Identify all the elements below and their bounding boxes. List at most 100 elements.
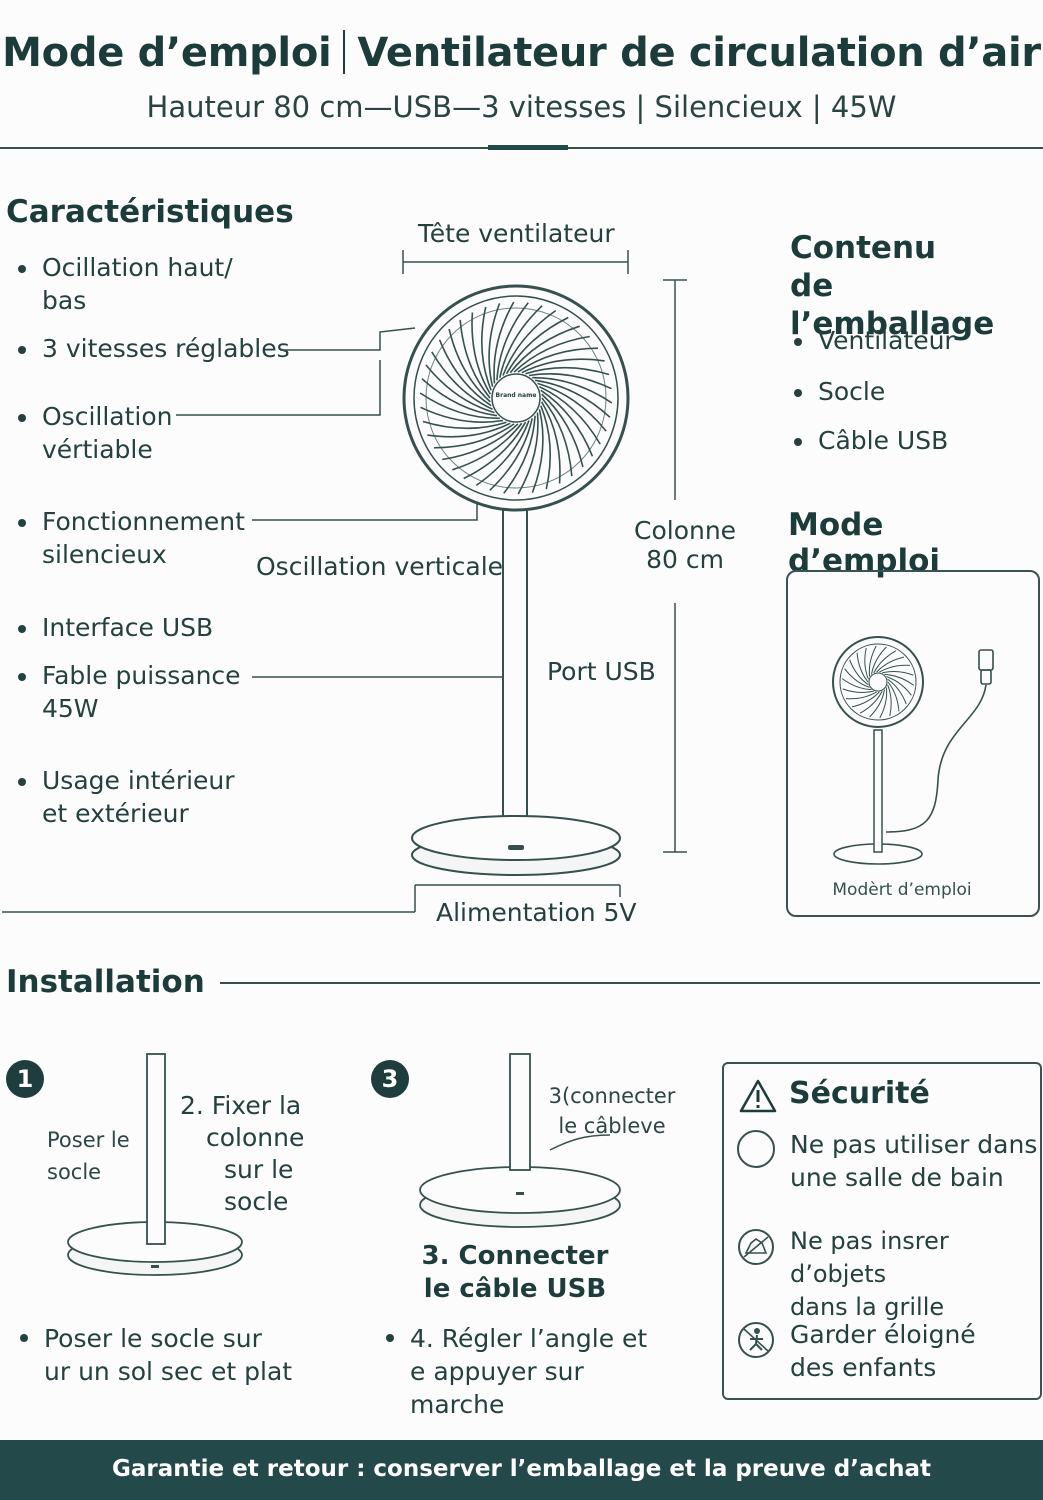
no-hand-icon [738, 1229, 774, 1265]
package-item: Ventilateur [794, 324, 955, 357]
fan-blade-line [463, 421, 527, 480]
fan-blade-line [887, 678, 907, 705]
fan-blade-line [419, 392, 500, 420]
no-child-icon [738, 1322, 774, 1358]
package-item: Câble USB [794, 424, 948, 457]
fan-blade-line [475, 420, 530, 487]
fan-blade-line [845, 691, 877, 700]
fan-blade-line [541, 401, 561, 484]
title-separator [343, 30, 346, 74]
circle-icon [737, 1130, 775, 1168]
step-1-badge: 1 [6, 1060, 44, 1098]
fan-blade-line [540, 389, 594, 457]
fan-blade-line [856, 652, 869, 683]
fan-blade-line [849, 659, 869, 686]
fan-blade-line [425, 364, 495, 414]
fan-blade-line [531, 409, 544, 493]
step-3-illustration [419, 1053, 621, 1228]
power-label: Alimentation 5V [436, 898, 637, 927]
fan-blade-line [879, 687, 888, 719]
fan-blade-line [502, 309, 557, 376]
fan-blade-line [489, 418, 533, 491]
manual-heading: Mode d’emploi [788, 507, 941, 579]
safety-heading: Sécurité [789, 1076, 930, 1111]
fan-blade-line [876, 656, 905, 673]
title-right: Ventilateur de circulation d’air [357, 30, 1041, 76]
fan-blade-line [499, 305, 543, 378]
fan-blade-line [505, 316, 569, 375]
fan-blade-line [851, 691, 880, 708]
feature-item: 3 vitesses réglables [18, 332, 290, 365]
fan-blade-line [886, 676, 912, 696]
fan-blade-line [421, 378, 498, 417]
fan-blade-line [480, 306, 492, 391]
fan-blade-line [869, 689, 885, 718]
fan-blade-line [496, 302, 529, 381]
installation-divider [220, 982, 1040, 984]
fan-blade-line [459, 319, 491, 399]
fan-blade-line [532, 376, 613, 404]
fan-blade-line [431, 351, 493, 411]
fan-blade-line [859, 690, 883, 714]
fan-blade-line [887, 684, 892, 717]
manual-card [786, 570, 1040, 917]
fan-blade-line [509, 325, 580, 374]
fan-blade-line [427, 422, 511, 438]
footer-banner: Garantie et retour : conserver l’emballa… [0, 1440, 1043, 1500]
manual-caption: Modèrt d’emploi [832, 880, 972, 900]
warning-icon [739, 1079, 777, 1113]
bullet-dot [20, 1334, 28, 1342]
fan-blade-line [493, 301, 515, 384]
fan-blade-line [503, 415, 536, 494]
page-subtitle: Hauteur 80 cm—USB—3 vitesses | Silencieu… [146, 90, 897, 124]
package-item: Socle [794, 375, 885, 408]
fan-blade-line [864, 647, 869, 680]
manual-fan-illustration [832, 636, 994, 865]
fan-blade-line [471, 312, 491, 395]
features-heading: Caractéristiques [6, 194, 294, 230]
oscillation-label: Oscillation verticale [256, 552, 504, 581]
fan-blade-line [871, 646, 887, 675]
page-title: Mode d’emploi Ventilateur de circulation … [0, 30, 1043, 76]
fan-blade-line [537, 382, 607, 432]
fan-blade-line [452, 422, 523, 471]
installation-heading: Installation [6, 964, 205, 1000]
fan-blade-line [420, 406, 504, 423]
fan-blade-line [868, 645, 877, 677]
fan-blade-line [442, 423, 519, 461]
fan-blade-line [525, 366, 610, 376]
feature-item: Ocillation haut/bas [18, 251, 233, 317]
fan-blade-line [879, 664, 911, 673]
fan-blade-line [540, 405, 552, 490]
fan-blade-line [517, 347, 599, 373]
fan-blade-line [433, 423, 515, 449]
step-2-text: 2. Fixer la colonne sur le socle [180, 1091, 305, 1216]
usb-port-label: Port USB [547, 657, 656, 686]
fan-blade-line [488, 303, 501, 387]
fan-blade-line [517, 412, 539, 495]
fan-blade-line [884, 673, 915, 686]
fan-blade-line [513, 335, 590, 373]
fan-blade-line [841, 678, 872, 691]
fan-blade-line [528, 373, 612, 390]
step-3-badge: 3 [371, 1060, 409, 1098]
safety-box [722, 1062, 1042, 1400]
fan-blade-line [887, 681, 900, 712]
fan-head-label: Tête ventilateur [418, 219, 615, 248]
fan-blade-line [422, 420, 507, 430]
title-left: Mode d’emploi [2, 30, 332, 76]
fan-blade-line [534, 379, 611, 418]
fan-brand-logo: Brand name [495, 392, 537, 399]
